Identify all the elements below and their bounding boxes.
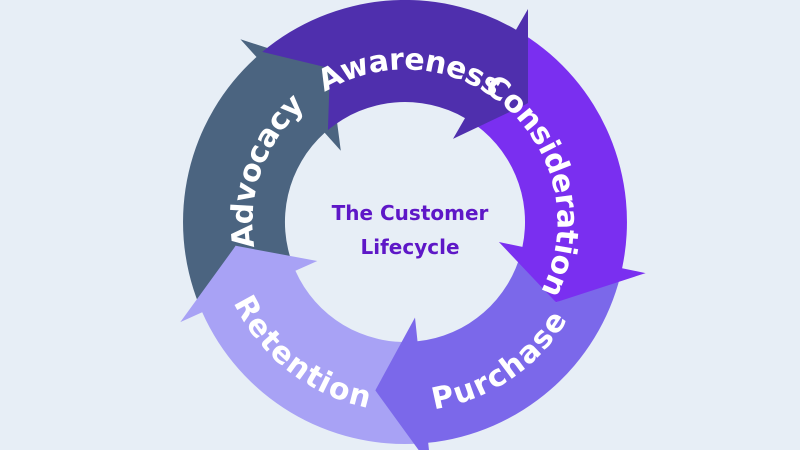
segment-arrow-consideration: [468, 33, 646, 303]
segments-layer: [180, 0, 646, 450]
segment-arrow-awareness: [262, 0, 528, 139]
center-title-line-2: Lifecycle: [360, 235, 460, 259]
center-title-line-1: The Customer: [331, 201, 489, 225]
segment-arrow-advocacy: [183, 39, 341, 306]
segment-arrow-purchase: [375, 251, 621, 450]
center-title: The Customer Lifecycle: [300, 196, 520, 264]
segment-arrow-retention: [180, 245, 421, 445]
